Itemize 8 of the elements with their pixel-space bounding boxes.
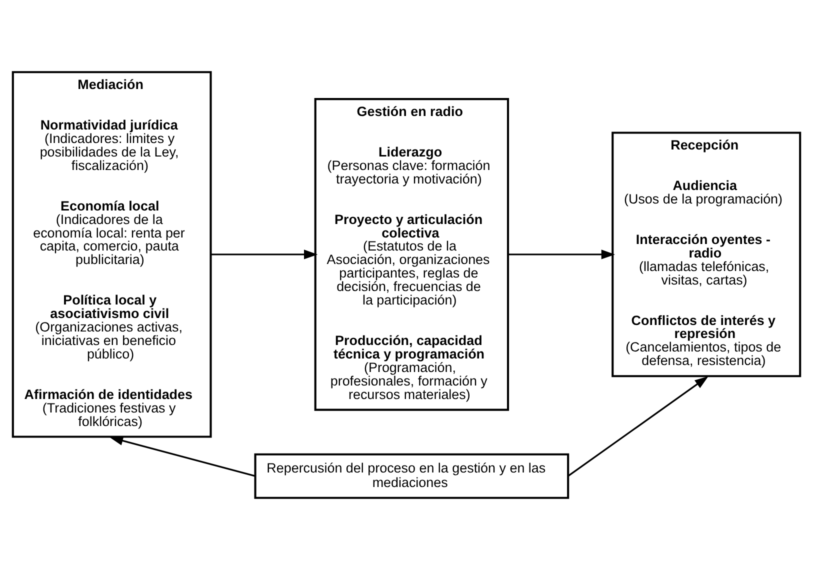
node-box: Repercusión del proceso en la gestión y en las mediaciones bbox=[254, 452, 570, 498]
arrow bbox=[568, 376, 708, 476]
node-box: Mediación Normatividad jurídica (Indicadores: limites y posibilidades de la Ley, fiscalización) Economía local (Indicadores de la economía local: renta per capita, comercio, pauta publicitaria) Política local y asociativismo civil (Organizaciones activas, iniciativas en beneficio público) Afirmación de identidades (Tradiciones festivas y folklóricas) bbox=[12, 70, 212, 438]
arrow bbox=[210, 249, 318, 259]
arrow bbox=[109, 436, 256, 476]
arrow bbox=[508, 249, 616, 259]
node-box: Recepción Audiencia (Usos de la programación) Interacción oyentes - radio (llamadas telefónicas, visitas, cartas) Conflictos de interés y represión (Cancelamientos, tipos de defensa, resistencia) bbox=[612, 131, 802, 377]
node-box: Gestión en radio Liderazgo (Personas clave: formación trayectoria y motivación) Proyecto y articulación colectiva (Estatutos de la Asociación, organizaciones participantes, reglas de decisión, frecuencias de la participación) Producción, capacidad técnica y programación (Programación, profesionales, formación y recursos materiales) bbox=[314, 98, 510, 410]
